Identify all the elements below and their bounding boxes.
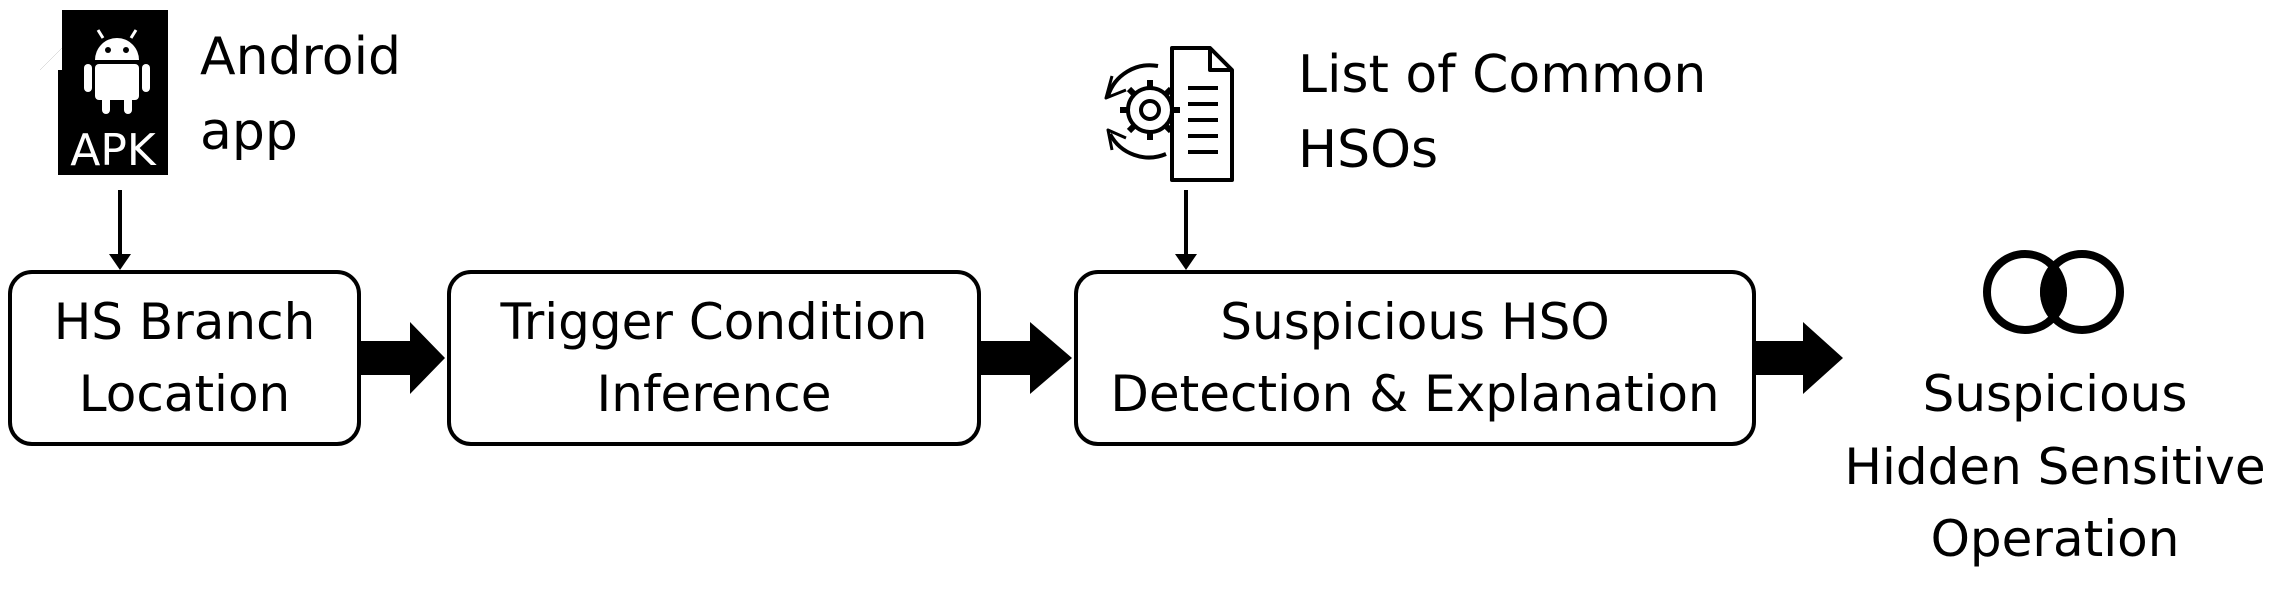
arrow-stage3-to-output: [1756, 322, 1843, 394]
android-apk-icon: APK: [40, 10, 168, 176]
stage-hs-branch-location: HS Branch Location: [8, 270, 361, 446]
hso-list-label: List of Common HSOs: [1298, 45, 1707, 181]
gear-document-icon: [1104, 46, 1234, 182]
hso-list-arrow: [1175, 190, 1197, 270]
apk-text: APK: [70, 125, 157, 176]
input-arrow: [109, 190, 131, 270]
arrow-stage1-to-stage2: [361, 322, 445, 394]
input-label: Android app: [200, 27, 402, 163]
stage-suspicious-hso-detection: Suspicious HSO Detection & Explanation: [1074, 270, 1756, 446]
output-label: Suspicious Hidden Sensitive Operation: [1844, 365, 2266, 568]
intersecting-circles-icon: [1983, 250, 2124, 334]
arrow-stage2-to-stage3: [981, 322, 1072, 394]
stage-trigger-condition-inference: Trigger Condition Inference: [447, 270, 981, 446]
